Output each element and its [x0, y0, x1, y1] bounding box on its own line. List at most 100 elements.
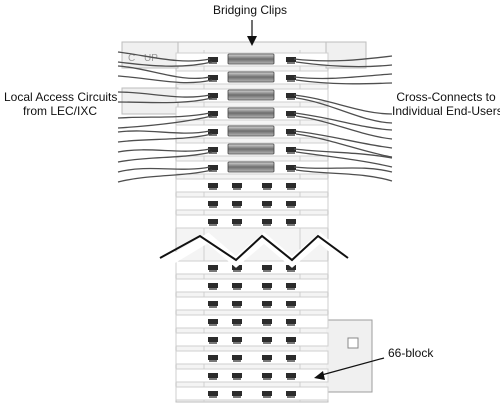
wire-right [293, 55, 393, 62]
terminal-slot [262, 391, 272, 396]
66-block-label: 66-block [388, 346, 434, 360]
wire-left [117, 65, 211, 80]
terminal-clip-base [209, 342, 217, 344]
terminal-clip-base [209, 224, 217, 226]
terminal-slot [286, 355, 296, 360]
terminal-slot [286, 265, 296, 270]
bridging-clip [227, 161, 275, 173]
terminal-clip-base [209, 206, 217, 208]
terminal-clip-base [233, 396, 241, 398]
terminal-slot [262, 219, 272, 224]
terminal-clip-base [287, 306, 295, 308]
terminal-clip-base [263, 360, 271, 362]
terminal-row [175, 350, 329, 365]
cross-connects-line-2: Individual End-Users [392, 104, 500, 118]
terminal-clip-base [233, 360, 241, 362]
terminal-slot [286, 57, 296, 62]
terminal-clip-base [287, 80, 295, 82]
terminal-slot [262, 355, 272, 360]
terminal-slot [232, 183, 242, 188]
terminal-slot [262, 265, 272, 270]
terminal-slot [262, 373, 272, 378]
terminal-clip-base [209, 324, 217, 326]
terminal-clip-base [233, 270, 241, 272]
bridging-clip [227, 107, 275, 119]
terminal-clip-base [209, 116, 217, 118]
66-block-arrow [314, 357, 385, 380]
terminal-clip-base [233, 306, 241, 308]
up-marking: C [128, 53, 135, 64]
terminal-slot [232, 355, 242, 360]
terminal-slot [262, 183, 272, 188]
wire-right [293, 130, 393, 149]
wires [117, 51, 393, 183]
wire-left [117, 169, 213, 183]
terminal-clip-base [233, 378, 241, 380]
terminal-slot [232, 219, 242, 224]
wire-right [295, 115, 393, 140]
terminal-clip-base [287, 360, 295, 362]
wire-right [295, 97, 393, 124]
terminal-clip-base [209, 378, 217, 380]
terminal-clip-base [209, 270, 217, 272]
wire-left [117, 148, 211, 153]
terminal-slot [208, 337, 218, 342]
terminal-slot [262, 283, 272, 288]
wire-right [293, 94, 393, 115]
bridging-clip [227, 125, 275, 137]
terminal-slot [208, 391, 218, 396]
terminal-clip-base [263, 224, 271, 226]
terminal-clip-base [263, 188, 271, 190]
terminal-clip-base [233, 188, 241, 190]
wire-right [293, 112, 393, 131]
terminal-row [175, 386, 329, 401]
terminal-clip-base [287, 98, 295, 100]
terminal-slot [208, 201, 218, 206]
terminal-slot [208, 319, 218, 324]
terminal-clip-base [209, 62, 217, 64]
terminal-slot [262, 337, 272, 342]
wire-left [117, 112, 211, 119]
terminal-clip-base [209, 396, 217, 398]
terminal-row [175, 214, 329, 229]
wire-left [117, 133, 213, 143]
terminal-clip-base [263, 306, 271, 308]
cross-connects-line-1: Cross-Connects to [396, 90, 496, 104]
terminal-slot [208, 219, 218, 224]
terminal-slot [208, 75, 218, 80]
local-access-line-1: Local Access Circuits [4, 90, 118, 104]
terminal-row [175, 332, 329, 347]
bridging-clip [227, 53, 275, 65]
terminal-clip-base [209, 288, 217, 290]
bridging-clip [227, 89, 275, 101]
terminal-clip-base [233, 288, 241, 290]
terminal-clip-base [209, 306, 217, 308]
terminal-slot [286, 129, 296, 134]
terminal-clip-base [263, 270, 271, 272]
terminal-rows-lower [175, 260, 329, 401]
wire-left [117, 151, 213, 163]
terminal-slot [286, 165, 296, 170]
terminal-slot [286, 183, 296, 188]
terminal-clip-base [209, 98, 217, 100]
terminal-slot [286, 319, 296, 324]
wire-left [117, 130, 211, 134]
terminal-slot [286, 111, 296, 116]
terminal-slot [286, 283, 296, 288]
terminal-slot [208, 165, 218, 170]
terminal-slot [286, 75, 296, 80]
terminal-clip-base [287, 396, 295, 398]
terminal-slot [286, 301, 296, 306]
local-access-line-2: from LEC/IXC [22, 104, 97, 118]
terminal-slot [232, 301, 242, 306]
wire-right [293, 73, 393, 80]
wire-right [293, 166, 393, 173]
terminal-slot [208, 283, 218, 288]
terminal-clip-base [287, 206, 295, 208]
terminal-slot [286, 337, 296, 342]
bridging-clips-arrow [247, 20, 257, 46]
terminal-clip-base [263, 206, 271, 208]
terminal-clip-base [263, 324, 271, 326]
terminal-slot [232, 337, 242, 342]
